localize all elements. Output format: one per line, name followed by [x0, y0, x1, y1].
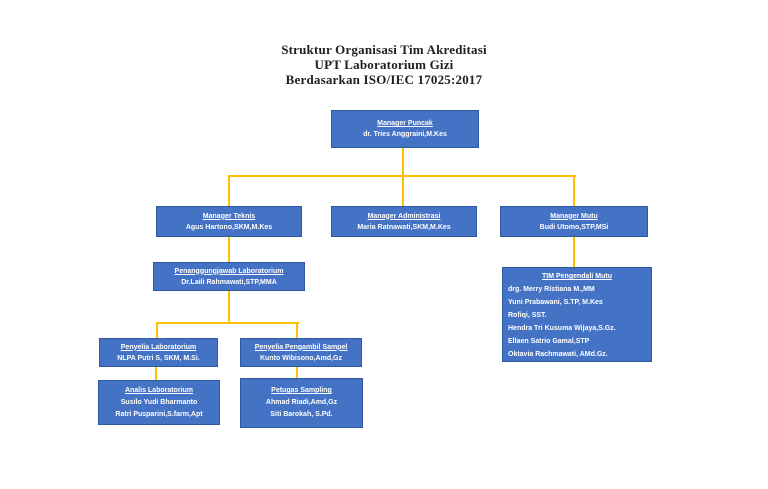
- node-person-name: Siti Barokah, S.Pd.: [270, 411, 333, 418]
- node-person-name: NLPA Putri S, SKM, M.Si.: [117, 354, 200, 362]
- node-analis-laboratorium: Analis Laboratorium Susilo Yudi Bharmant…: [98, 380, 220, 425]
- chart-title: Struktur Organisasi Tim Akreditasi UPT L…: [0, 42, 768, 87]
- node-penanggungjawab-laboratorium: Penanggungjawab Laboratorium Dr.Laili Ra…: [153, 262, 305, 291]
- node-person-name: Ahmad Riadi,Amd,Gz: [265, 399, 338, 406]
- node-role-label: Penanggungjawab Laboratorium: [174, 267, 284, 275]
- node-manager-puncak: Manager Puncak dr. Tries Anggraini,M.Kes: [331, 110, 479, 148]
- node-role-label: Manager Puncak: [377, 120, 433, 127]
- connector-level2-bus: [228, 175, 576, 177]
- node-role-label: Penyelia Pengambil Sampel: [254, 343, 348, 351]
- connector-penyeliasampel-petugas: [296, 367, 298, 378]
- node-person-name: Kunto Wibisono,Amd,Gz: [260, 354, 342, 362]
- chart-title-line-2: UPT Laboratorium Gizi: [314, 57, 454, 72]
- connector-to-penyelia-sampel: [296, 322, 298, 338]
- node-manager-mutu: Manager Mutu Budi Utomo,STP,MSi: [500, 206, 648, 237]
- node-tim-pengendali-mutu: TIM Pengendali Mutu drg. Merry Ristiana …: [502, 267, 652, 362]
- node-person-name: Dr.Laili Rahmawati,STP,MMA: [181, 278, 277, 286]
- connector-penyelialab-analis: [155, 367, 157, 380]
- node-person-name: Ratri Pusparini,S.farm,Apt: [115, 410, 203, 418]
- node-person-name: dr. Tries Anggraini,M.Kes: [363, 131, 447, 138]
- connector-to-penyelia-lab: [156, 322, 158, 338]
- node-penyelia-pengambil-sampel: Penyelia Pengambil Sampel Kunto Wibisono…: [240, 338, 362, 367]
- node-person-name: Budi Utomo,STP,MSi: [539, 223, 609, 231]
- node-manager-teknis: Manager Teknis Agus Hartono,SKM,M.Kes: [156, 206, 302, 237]
- node-role-label: Manager Mutu: [550, 212, 598, 220]
- node-penyelia-laboratorium: Penyelia Laboratorium NLPA Putri S, SKM,…: [99, 338, 218, 367]
- node-member-name: Oktavia Rachmawati, AMd.Gz.: [508, 351, 608, 358]
- node-member-name: Yuni Prabawani, S.TP, M.Kes: [508, 299, 603, 306]
- node-petugas-sampling: Petugas Sampling Ahmad Riadi,Amd,Gz Siti…: [240, 378, 363, 428]
- node-member-name: Ellaen Satrio Gamal,STP: [508, 338, 590, 345]
- node-role-label: Manager Administrasi: [367, 212, 441, 220]
- node-role-label: Petugas Sampling: [271, 387, 332, 394]
- node-role-label: Penyelia Laboratorium: [120, 343, 197, 351]
- node-role-label: TIM Pengendali Mutu: [542, 273, 612, 280]
- connector-level4-bus: [156, 322, 299, 324]
- connector-puncak-down: [402, 148, 404, 206]
- connector-teknis-pjlab: [228, 237, 230, 262]
- node-person-name: Agus Hartono,SKM,M.Kes: [185, 223, 273, 231]
- node-member-name: drg. Merry Ristiana M.,MM: [508, 286, 595, 293]
- node-member-name: Hendra Tri Kusuma Wijaya,S.Gz.: [508, 325, 616, 332]
- node-manager-administrasi: Manager Administrasi Maria Ratnawati,SKM…: [331, 206, 477, 237]
- connector-to-mutu: [573, 175, 575, 206]
- node-member-name: Rofiqi, SST.: [508, 312, 547, 319]
- connector-to-teknis: [228, 175, 230, 206]
- chart-title-line-3: Berdasarkan ISO/IEC 17025:2017: [285, 72, 483, 87]
- connector-mutu-tim: [573, 237, 575, 267]
- node-person-name: Maria Ratnawati,SKM,M.Kes: [357, 223, 451, 231]
- node-role-label: Analis Laboratorium: [124, 386, 194, 394]
- chart-title-line-1: Struktur Organisasi Tim Akreditasi: [281, 42, 487, 57]
- node-role-label: Manager Teknis: [202, 212, 256, 220]
- node-person-name: Susilo Yudi Bharmanto: [120, 398, 198, 406]
- connector-pjlab-down: [228, 291, 230, 324]
